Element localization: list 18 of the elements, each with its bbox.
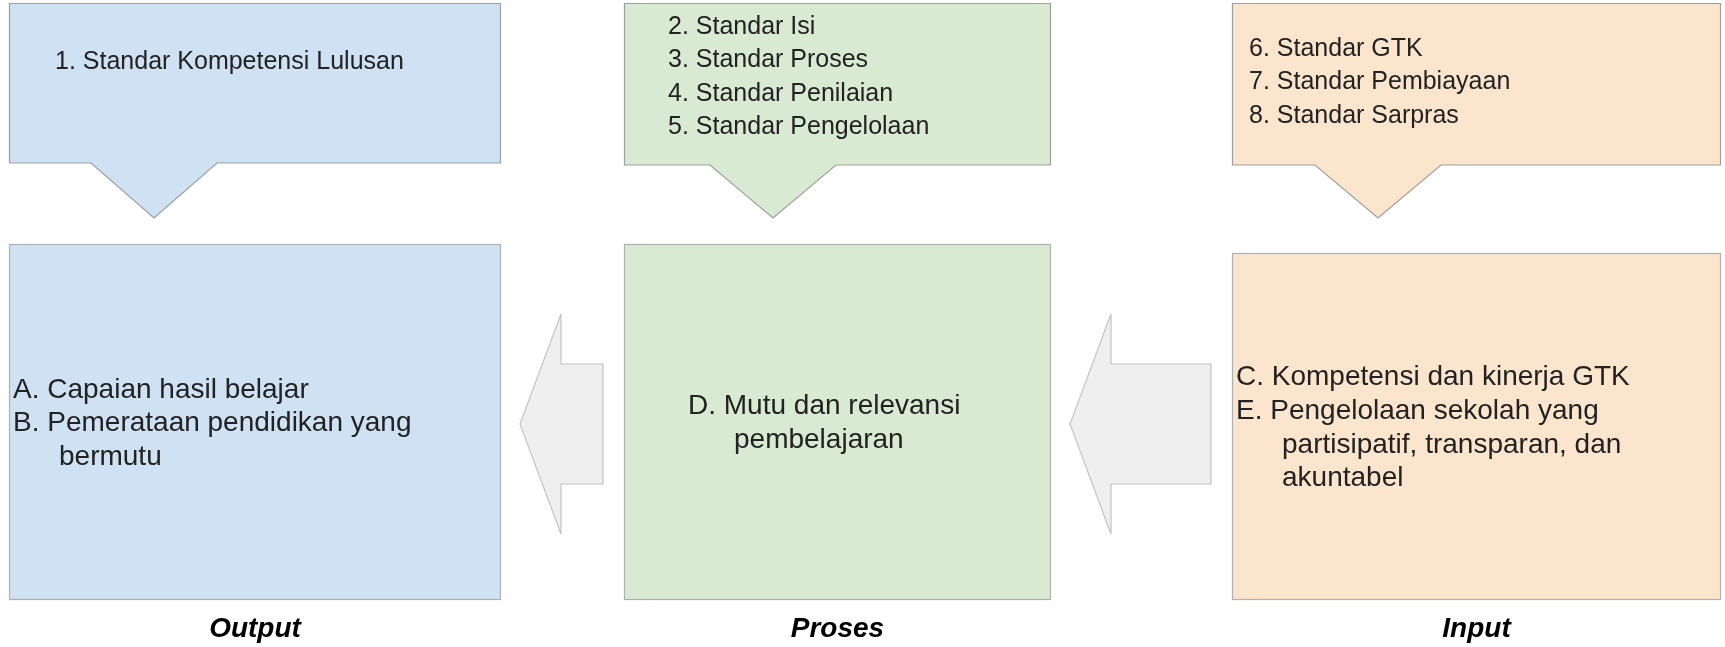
list-item: 3. Standar Proses <box>668 43 870 75</box>
column-heading: Proses <box>790 612 885 644</box>
list-item: B. Pemerataan pendidikan yang bermutu <box>13 405 413 473</box>
list-item: 7. Standar Pembiayaan <box>1249 65 1512 97</box>
list-item: E. Pengelolaan sekolah yang partisipatif, transparan, dan akuntabel <box>1236 392 1623 494</box>
block-arrow <box>519 313 604 535</box>
list-item: 2. Standar Isi <box>668 10 817 41</box>
list-item: 6. Standar GTK <box>1249 32 1424 63</box>
list-item: 4. Standar Penilaian <box>668 76 895 108</box>
list-item: 1. Standar Kompetensi Lulusan <box>55 45 405 75</box>
block-arrow <box>1069 313 1212 535</box>
list-item: 8. Standar Sarpras <box>1249 98 1460 130</box>
list-item: C. Kompetensi dan kinerja GTK <box>1236 359 1631 393</box>
list-item: 5. Standar Pengelolaan <box>668 109 931 141</box>
list-item: A. Capaian hasil belajar <box>13 371 310 406</box>
column-heading: Input <box>1442 612 1511 644</box>
column-heading: Output <box>209 612 301 644</box>
list-item: D. Mutu dan relevansi pembelajaran <box>688 388 962 456</box>
